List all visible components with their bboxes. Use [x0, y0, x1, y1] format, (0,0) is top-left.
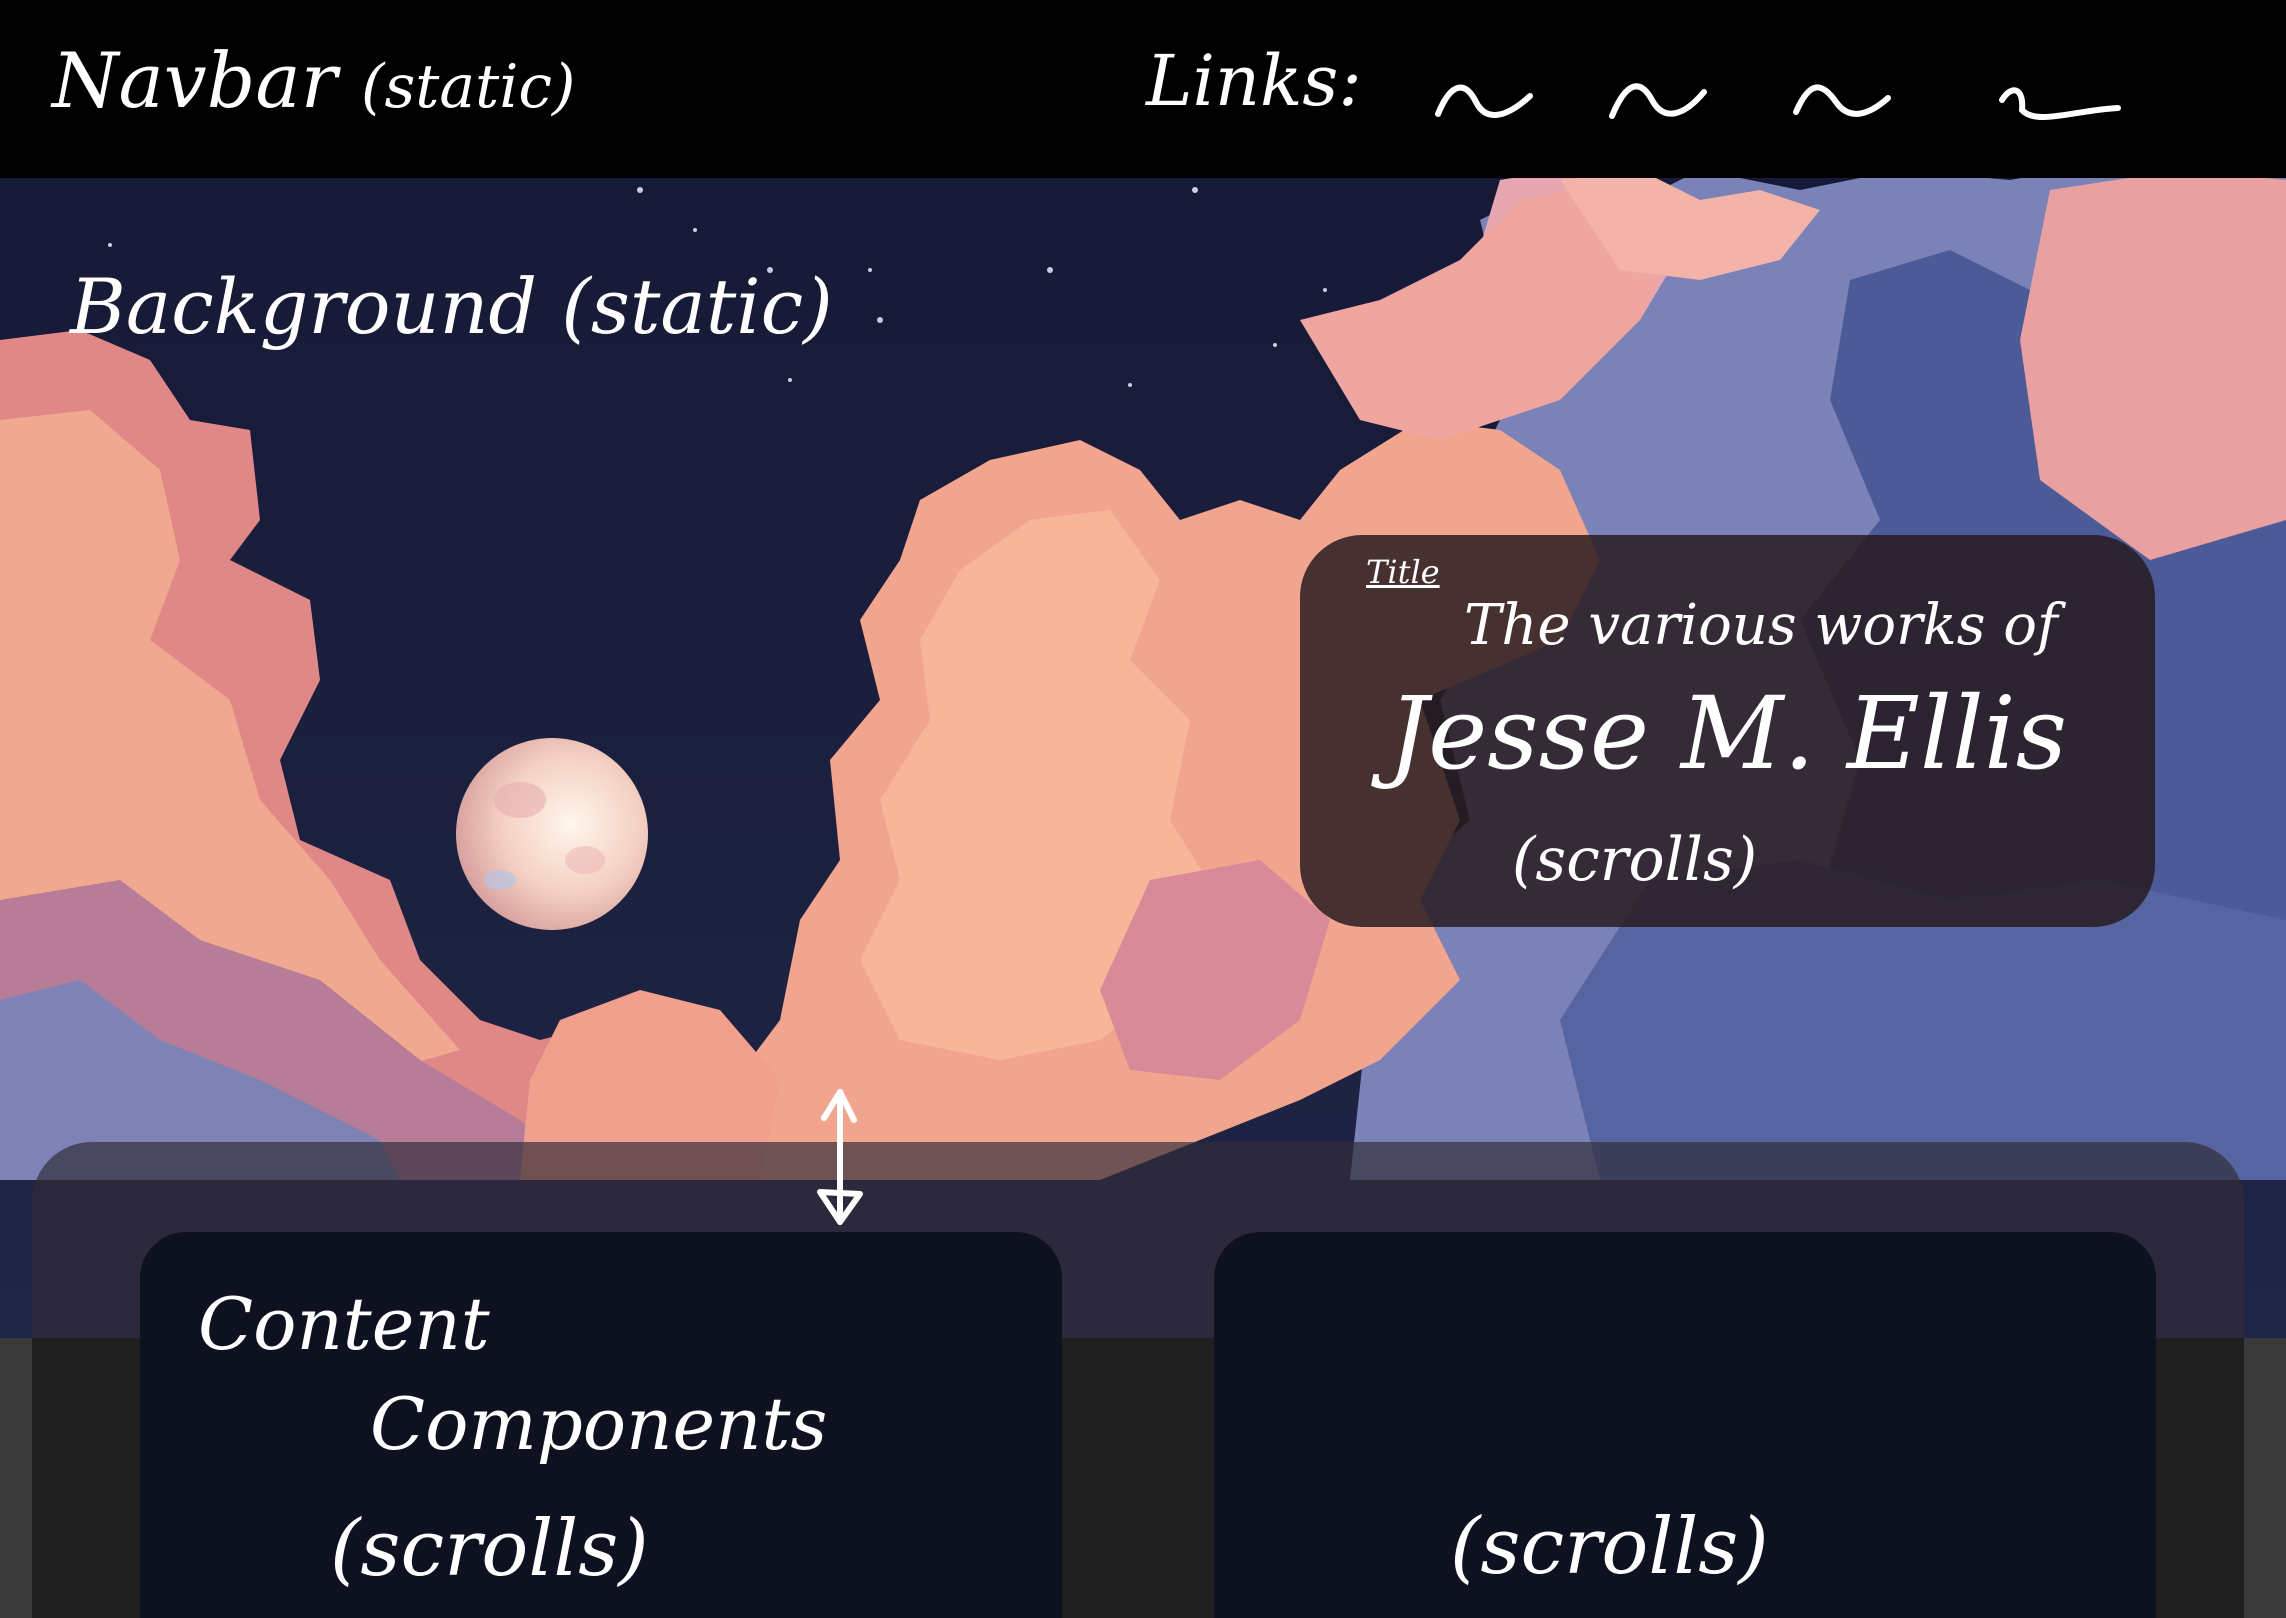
- title-name: Jesse M. Ellis: [1388, 675, 2068, 792]
- content-panel-left[interactable]: Content Components (scrolls): [140, 1232, 1062, 1618]
- title-panel: Title The various works of Jesse M. Elli…: [1300, 535, 2155, 927]
- left-clouds: [0, 330, 760, 1180]
- navbar-static-note: (static): [361, 52, 576, 122]
- title-scroll-note: (scrolls): [1512, 825, 1758, 895]
- content-panel-right[interactable]: (scrolls): [1214, 1232, 2156, 1618]
- links-label: Links:: [1146, 40, 1362, 122]
- squiggle-link-icon[interactable]: [1996, 70, 2124, 130]
- background-label: Background (static): [70, 262, 833, 351]
- squiggle-link-icon[interactable]: [1606, 70, 1710, 130]
- vertical-double-arrow-icon: [817, 1089, 863, 1225]
- title-tag: Title: [1366, 553, 1440, 591]
- right-panel-scroll-note: (scrolls): [1450, 1502, 1769, 1592]
- navbar-title: Navbar: [52, 36, 338, 125]
- squiggle-link-icon[interactable]: [1790, 70, 1894, 130]
- content-label-line1: Content: [198, 1282, 490, 1366]
- navbar-label: Navbar (static): [52, 36, 575, 125]
- navbar: Navbar (static) Links:: [0, 0, 2286, 178]
- stars: [108, 187, 1327, 387]
- title-intro: The various works of: [1464, 593, 2058, 658]
- content-label-line2: Components: [370, 1382, 828, 1466]
- moon-icon: [456, 738, 648, 930]
- left-edge-strip: [0, 1338, 32, 1618]
- right-edge-strip: [2244, 1338, 2286, 1618]
- squiggle-link-icon[interactable]: [1432, 70, 1536, 130]
- content-scroll-note: (scrolls): [330, 1504, 649, 1594]
- upper-right-clouds: [1300, 170, 1820, 440]
